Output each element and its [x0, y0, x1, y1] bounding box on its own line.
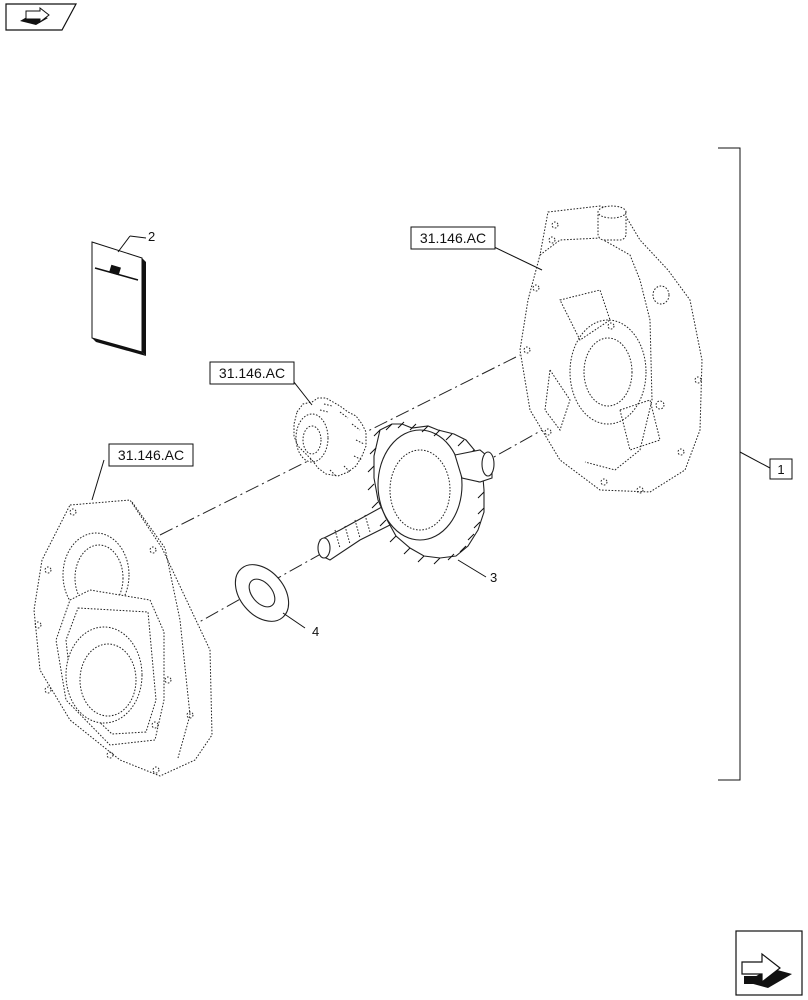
reference-box-upper-right[interactable]: 31.146.AC: [410, 226, 496, 250]
callout-item-3: 3: [490, 570, 497, 585]
callout-item-4: 4: [312, 624, 319, 639]
reference-label: 31.146.AC: [420, 230, 486, 246]
next-page-button[interactable]: [735, 930, 803, 996]
page-arrow-icon: [741, 952, 792, 988]
previous-page-button[interactable]: [5, 3, 78, 31]
callout-item-1: 1: [769, 458, 793, 480]
left-housing-cover: [33, 499, 213, 777]
reference-box-left[interactable]: 31.146.AC: [108, 443, 194, 467]
assembly-axes: [159, 354, 561, 631]
book-arrow-icon: [20, 6, 50, 25]
manual-booklet: [91, 241, 146, 356]
assembly-bracket: [718, 147, 771, 781]
reference-label: 31.146.AC: [118, 447, 184, 463]
callout-item-2: 2: [148, 229, 155, 244]
right-housing: [519, 205, 703, 494]
washer: [234, 564, 290, 622]
small-gear: [293, 397, 367, 477]
item-number: 1: [777, 462, 784, 477]
reference-box-middle[interactable]: 31.146.AC: [209, 361, 295, 385]
gear-shaft: [317, 421, 495, 565]
reference-label: 31.146.AC: [219, 365, 285, 381]
